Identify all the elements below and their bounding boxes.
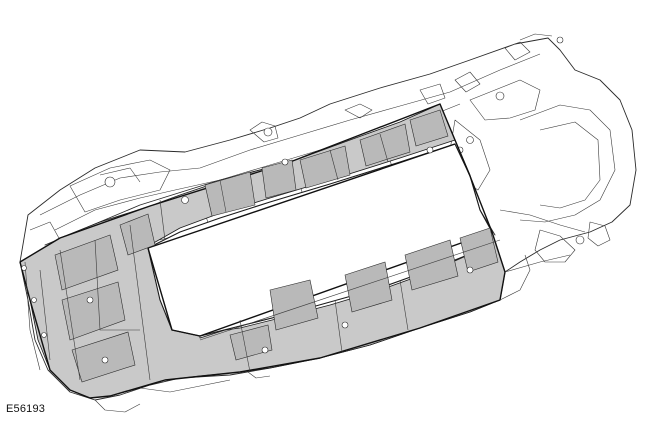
shaded-sub-panels [21, 109, 501, 383]
lower-body-contours [94, 254, 571, 413]
figure-reference-code: E56193 [6, 403, 46, 415]
